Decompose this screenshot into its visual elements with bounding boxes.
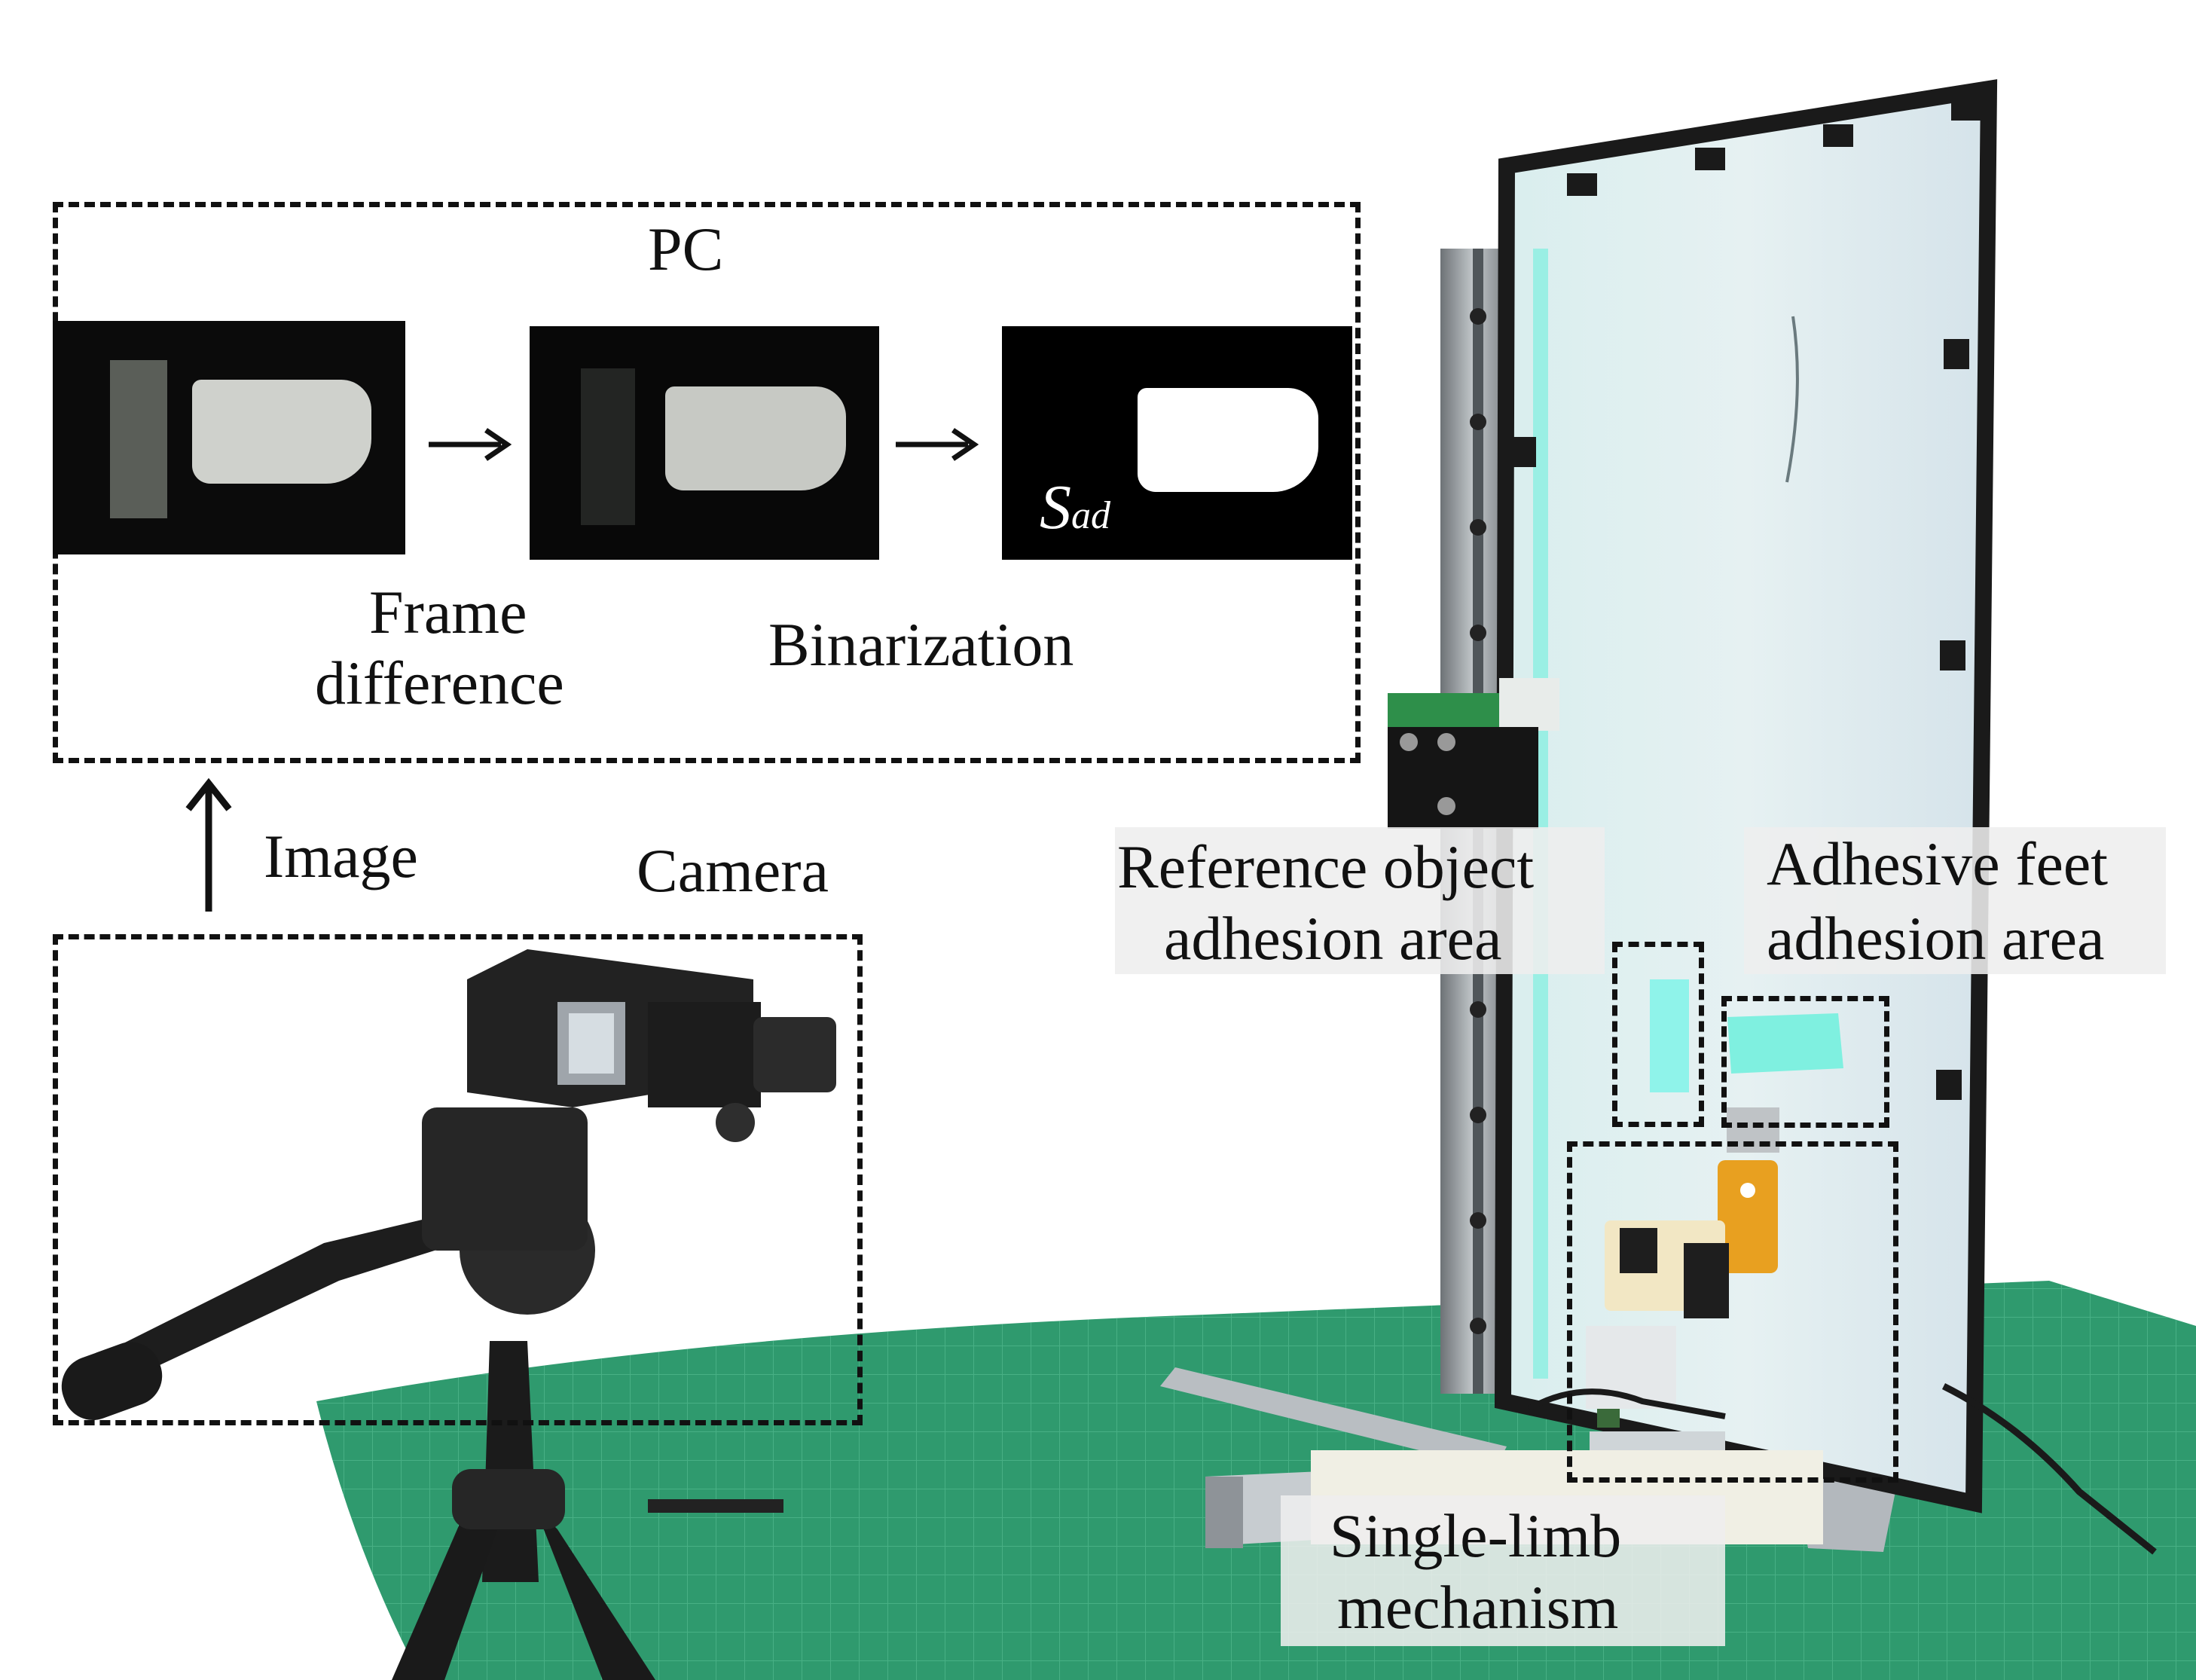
mechanism-box bbox=[1567, 1141, 1898, 1483]
adhesive-label-line2: adhesion area bbox=[1767, 904, 2105, 973]
single-limb-robot bbox=[1528, 1107, 1779, 1454]
frame-difference-label-line1: Frame bbox=[369, 578, 527, 646]
reference-object-patch bbox=[1650, 979, 1689, 1092]
adhesive-label-bg bbox=[1744, 827, 2166, 974]
arrow-up-icon bbox=[185, 777, 232, 912]
camera-box bbox=[53, 934, 863, 1425]
reference-area-box bbox=[1612, 942, 1704, 1127]
adhesion-blob-binary bbox=[1138, 388, 1318, 492]
frame-difference-label-line2: difference bbox=[315, 649, 564, 717]
frame-difference-panel bbox=[530, 326, 879, 560]
sad-symbol: Sad bbox=[1040, 471, 1110, 544]
reference-object-raw bbox=[110, 360, 167, 518]
arrow-right-icon bbox=[429, 428, 512, 461]
adhesive-feet-patch bbox=[1727, 1013, 1843, 1074]
binarization-label: Binarization bbox=[768, 610, 1074, 679]
binarization-panel: Sad bbox=[1002, 326, 1352, 560]
adhesion-blob-raw bbox=[192, 380, 371, 484]
arrow-right-icon bbox=[896, 428, 979, 461]
pc-title: PC bbox=[648, 215, 724, 283]
reference-label-bg bbox=[1115, 827, 1605, 974]
camera-label: Camera bbox=[637, 836, 829, 905]
mechanism-label-line2: mechanism bbox=[1337, 1573, 1619, 1642]
camera-tripod bbox=[61, 949, 836, 1680]
sad-symbol-main: S bbox=[1040, 472, 1071, 542]
raw-image-panel bbox=[53, 321, 405, 554]
mechanism-label-bg bbox=[1281, 1495, 1725, 1646]
image-label: Image bbox=[264, 822, 418, 890]
sad-symbol-sub: ad bbox=[1071, 494, 1110, 537]
reference-label-line1: Reference object bbox=[1117, 832, 1535, 901]
carriage-block bbox=[1388, 678, 1559, 829]
adhesion-blob-diff bbox=[665, 386, 846, 490]
power-cable bbox=[1941, 1382, 2157, 1555]
adhesive-area-box bbox=[1721, 996, 1889, 1128]
reference-object-diff bbox=[581, 368, 635, 525]
reference-label-line2: adhesion area bbox=[1164, 904, 1502, 973]
mechanism-label-line1: Single-limb bbox=[1330, 1501, 1622, 1570]
glass-board bbox=[1494, 79, 1998, 1514]
adhesive-label-line1: Adhesive feet bbox=[1767, 829, 2109, 898]
